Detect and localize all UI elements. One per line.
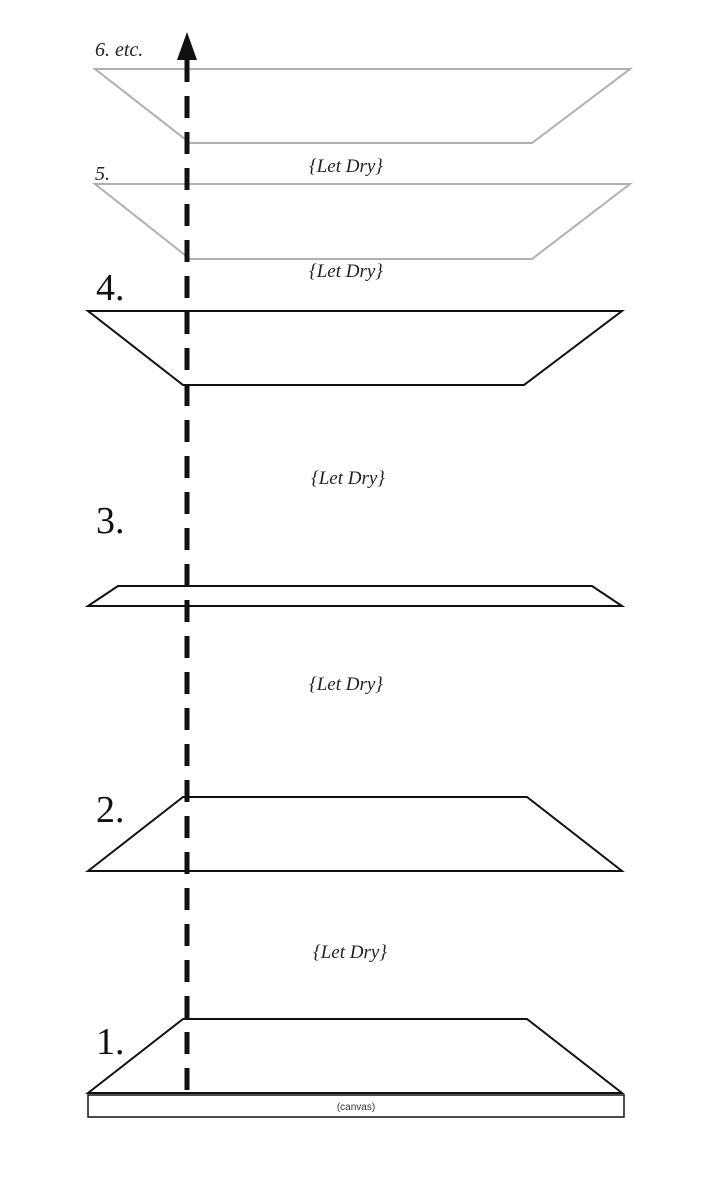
let-dry-label-4: {Let Dry}	[309, 261, 383, 282]
let-dry-label-3: {Let Dry}	[311, 468, 385, 489]
layer-4-number: 4.	[96, 267, 125, 309]
let-dry-label-1: {Let Dry}	[313, 942, 387, 963]
let-dry-label-2: {Let Dry}	[309, 674, 383, 695]
layer-3-number: 3.	[96, 500, 125, 542]
layer-4-shape	[85, 310, 625, 386]
let-dry-label-5: {Let Dry}	[309, 156, 383, 177]
canvas-base	[87, 1094, 625, 1118]
layer-5-number: 5.	[95, 163, 110, 185]
layer-1-number: 1.	[96, 1021, 125, 1063]
layer-3-shape	[84, 585, 626, 607]
progression-arrowhead	[177, 32, 197, 60]
layer-5-shape	[92, 183, 633, 260]
canvas-label: (canvas)	[337, 1102, 375, 1113]
layer-6-shape	[92, 68, 633, 144]
layer-2-number: 2.	[96, 789, 125, 831]
layer-1-shape	[85, 1018, 625, 1094]
layer-2-shape	[85, 796, 625, 872]
layer-6-number: 6. etc.	[95, 39, 143, 61]
